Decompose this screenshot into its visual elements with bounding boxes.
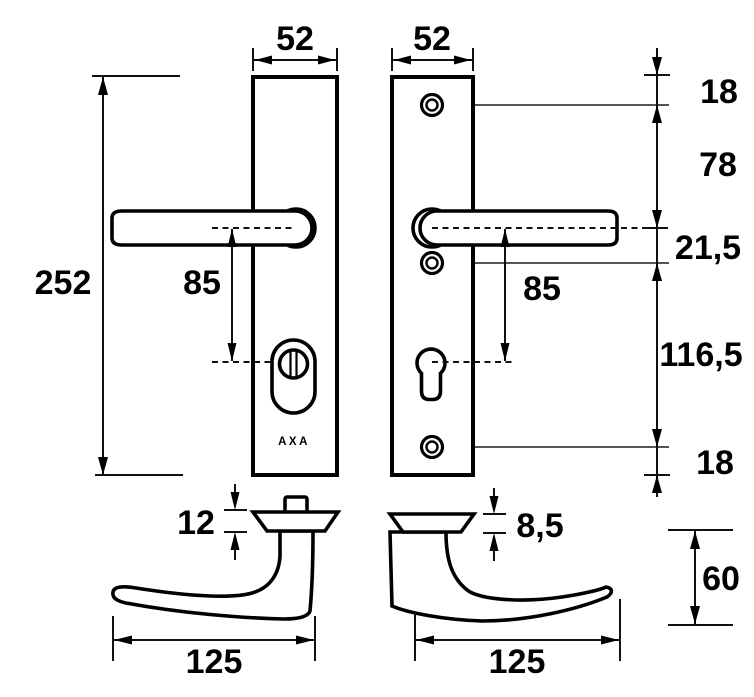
- right-handle-profile: [388, 530, 614, 623]
- arrowhead-up: [230, 532, 240, 550]
- arrowhead-left: [255, 55, 272, 65]
- front-view-right-plate: [390, 75, 669, 477]
- side-view-left: 12 125: [111, 484, 342, 681]
- dim-right-85-label: 85: [523, 270, 561, 308]
- arrowhead-up: [98, 77, 108, 95]
- dim-plate-height-label: 252: [35, 264, 92, 302]
- dimension-plate-height: 252: [35, 75, 183, 476]
- arrowhead-up: [690, 531, 700, 549]
- arrowhead-right: [296, 635, 314, 645]
- dim-screw-to-screw: 116,5: [659, 336, 742, 374]
- arrowhead-down: [230, 492, 240, 510]
- brand-logo-text: AXA: [278, 436, 310, 448]
- dimension-right-plate-thickness: 8,5: [483, 488, 564, 561]
- dim-right-length-label: 125: [489, 643, 546, 681]
- dimension-left-plate-width: 52: [252, 20, 338, 71]
- dimension-left-handle-length: 125: [112, 616, 316, 681]
- screw-hole-middle-inner: [425, 256, 439, 270]
- arrowhead-up-78: [652, 105, 662, 123]
- arrowhead-down: [227, 343, 237, 361]
- screw-hole-top-inner: [425, 98, 439, 112]
- cylinder-guard-core: [277, 348, 310, 380]
- arrowhead-left: [416, 635, 434, 645]
- left-handle-profile: [111, 529, 315, 621]
- dimension-right-plate-width: 52: [391, 20, 474, 71]
- dim-top-to-screw: 18: [700, 73, 738, 111]
- arrowhead-up: [227, 229, 237, 247]
- dimension-right-handle-length: 125: [414, 599, 621, 681]
- right-plate-cross-section: [386, 512, 478, 534]
- dim-screw-to-handle: 78: [699, 146, 737, 184]
- arrowhead-down-78: [652, 210, 662, 228]
- arrowhead-right: [601, 635, 619, 645]
- arrowhead-left: [114, 635, 132, 645]
- left-plate-cross-section: [249, 510, 342, 533]
- arrowhead-up: [500, 229, 510, 247]
- arrowhead-right: [318, 55, 335, 65]
- dim-handle-to-screw: 21,5: [675, 229, 741, 267]
- dim-right-thickness-label: 8,5: [516, 507, 563, 545]
- arrowhead-down-top: [652, 57, 662, 75]
- side-view-right: 8,5 125 60: [386, 488, 740, 681]
- arrowhead-up-bottom: [652, 475, 662, 493]
- arrowhead-left: [394, 55, 411, 65]
- front-view-left-plate: AXA: [110, 75, 339, 477]
- dimension-left-plate-thickness: 12: [177, 484, 247, 560]
- dim-left-85-label: 85: [183, 264, 221, 302]
- arrowhead-right: [454, 55, 471, 65]
- screw-hole-bottom-inner: [425, 440, 439, 454]
- dim-projection-label: 60: [702, 560, 740, 598]
- euro-cylinder-cutout: [415, 347, 447, 402]
- arrowhead-up-116: [652, 263, 662, 281]
- arrowhead-down-116: [652, 429, 662, 447]
- right-backplate: [390, 75, 475, 477]
- dim-left-thickness-label: 12: [177, 504, 215, 542]
- dim-screw-to-bottom: 18: [696, 444, 734, 482]
- dim-left-length-label: 125: [186, 643, 243, 681]
- arrowhead-down: [489, 496, 499, 514]
- arrowhead-down: [500, 343, 510, 361]
- dimension-right-handle-to-cylinder: 85: [500, 229, 561, 361]
- dimension-handle-projection: 60: [668, 529, 740, 626]
- dim-right-plate-width-label: 52: [413, 20, 451, 58]
- dim-left-plate-width-label: 52: [276, 20, 314, 58]
- dimension-chain-right: 18 78 21,5 116,5 18: [644, 48, 743, 497]
- dimension-left-handle-to-cylinder: 85: [183, 229, 237, 361]
- left-backplate: [251, 75, 339, 477]
- arrowhead-up: [489, 533, 499, 551]
- arrowhead-down: [98, 457, 108, 475]
- arrowhead-down: [690, 606, 700, 624]
